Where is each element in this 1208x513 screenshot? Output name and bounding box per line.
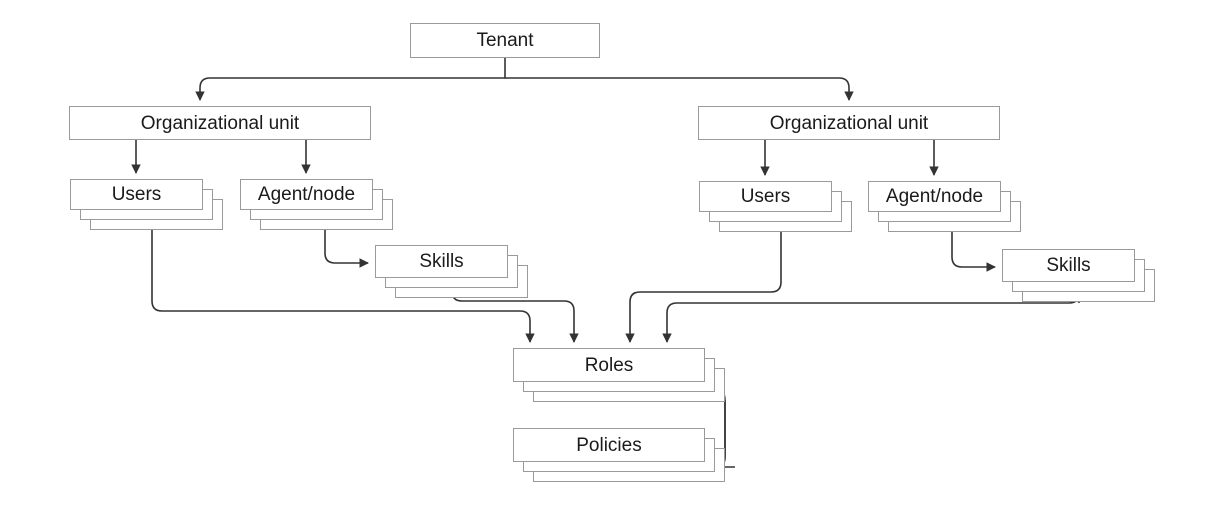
node-tenant[interactable]: Tenant — [410, 23, 600, 58]
node-organizational-unit-left-label: Organizational unit — [140, 112, 300, 134]
node-policies-label: Policies — [576, 434, 642, 456]
node-skills-right-label: Skills — [1046, 255, 1091, 276]
node-users-right-stack: Users — [699, 181, 852, 232]
node-users-left-label: Users — [111, 184, 162, 205]
node-agent-right[interactable]: Agent/node — [868, 181, 1001, 212]
node-users-right-label: Users — [740, 186, 791, 207]
node-organizational-unit-left[interactable]: Organizational unit — [69, 106, 371, 140]
node-skills-right-stack: Skills — [1002, 249, 1155, 302]
node-users-right[interactable]: Users — [699, 181, 832, 212]
node-roles[interactable]: Roles — [513, 348, 705, 382]
node-skills-left-stack: Skills — [375, 245, 528, 298]
node-agent-left-stack: Agent/node — [240, 179, 393, 230]
node-users-left[interactable]: Users — [70, 179, 203, 210]
node-agent-right-label: Agent/node — [885, 186, 984, 207]
node-skills-right[interactable]: Skills — [1002, 249, 1135, 282]
edge-agent-left-to-skills — [324, 230, 369, 268]
node-policies-stack: Policies — [513, 428, 725, 482]
edge-agent-right-to-skills — [951, 232, 996, 272]
node-organizational-unit-right-label: Organizational unit — [769, 112, 929, 134]
node-agent-right-stack: Agent/node — [868, 181, 1021, 232]
node-agent-left[interactable]: Agent/node — [240, 179, 373, 210]
edge-users-right-to-roles — [625, 232, 782, 343]
node-tenant-label: Tenant — [476, 30, 534, 51]
node-agent-left-label: Agent/node — [257, 184, 356, 205]
edge-skills-left-to-roles — [451, 290, 579, 343]
node-roles-stack: Roles — [513, 348, 725, 402]
node-users-left-stack: Users — [70, 179, 223, 230]
edge-tenant-to-ou-right — [505, 77, 854, 101]
node-skills-left[interactable]: Skills — [375, 245, 508, 278]
node-skills-left-label: Skills — [419, 251, 464, 272]
node-policies[interactable]: Policies — [513, 428, 705, 462]
node-organizational-unit-right[interactable]: Organizational unit — [698, 106, 1000, 140]
edge-tenant-to-ou-left — [195, 77, 505, 101]
node-roles-label: Roles — [584, 354, 634, 376]
